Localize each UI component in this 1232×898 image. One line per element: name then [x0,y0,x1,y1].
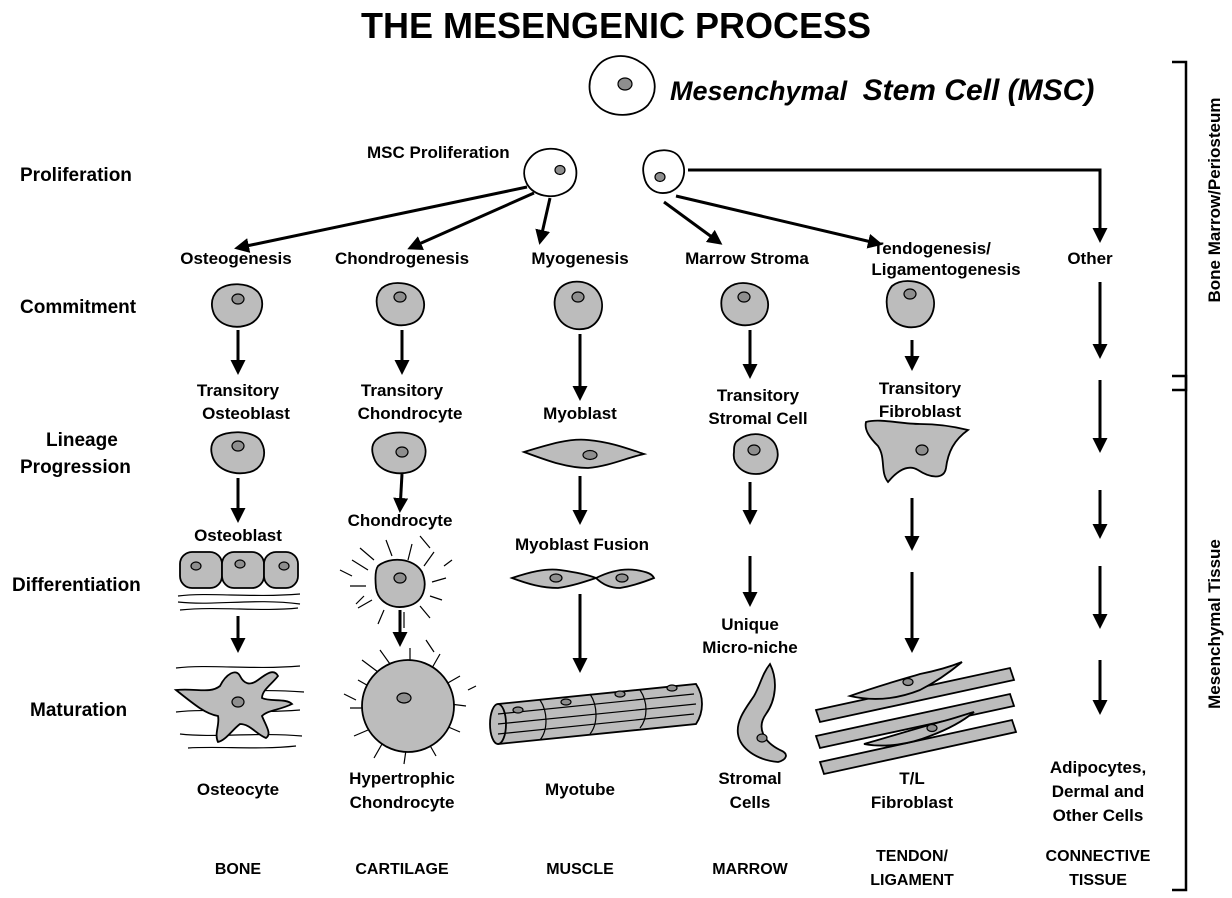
process-marrow-stroma: Marrow Stroma [685,249,809,268]
arrow-to-chondrogenesis [407,191,535,250]
process-tendogenesis-1: Tendogenesis/ [873,239,991,258]
process-other: Other [1067,249,1113,268]
transitory-tendon-2: Fibroblast [879,402,962,421]
differentiated-marrow-2: Micro-niche [702,638,797,657]
arrow-cartilage-2 [393,473,409,513]
differentiated-bone: Osteoblast [194,526,282,545]
stage-lineage-2: Progression [20,457,131,478]
process-myogenesis: Myogenesis [531,249,628,268]
stage-proliferation: Proliferation [20,165,132,186]
proliferating-cell-a [523,147,578,198]
msc-cell [588,55,656,116]
msc-label: Mesenchymal Stem Cell (MSC) [670,74,1094,107]
mature-marrow-1: Stromal [718,769,781,788]
arrow-to-other [688,168,1108,243]
arrow-to-myogenesis [535,197,552,245]
stromal-cell [736,662,787,763]
bracket-mesenchymal-tissue [1172,374,1188,892]
arrow-to-osteogenesis [234,185,528,253]
mature-cartilage-1: Hypertrophic [349,769,455,788]
tissue-marrow: MARROW [712,861,788,878]
transitory-muscle-1: Myoblast [543,404,617,423]
mature-muscle: Myotube [545,780,615,799]
msc-proliferation-label: MSC Proliferation [367,143,510,162]
transitory-tendon-1: Transitory [879,379,962,398]
mature-other-1: Adipocytes, [1050,758,1146,777]
differentiated-cartilage: Chondrocyte [348,511,453,530]
myoblast-fusion [509,568,656,589]
hypertrophic-chondrocyte-cell [343,639,477,765]
bracket-bone-marrow [1172,60,1188,392]
tissue-muscle: MUSCLE [546,861,614,878]
chondrocyte-cell [339,535,453,628]
differentiated-marrow-1: Unique [721,615,779,634]
transitory-fibroblast-cell [864,419,971,484]
page-title: THE MESENGENIC PROCESS [361,5,871,46]
arrow-to-marrow-stroma [663,200,723,245]
transitory-marrow-1: Transitory [717,386,800,405]
side-label-bone-marrow: Bone Marrow/Periosteum [1205,98,1224,303]
committed-cell-tendon [885,280,935,329]
tissue-bone: BONE [215,861,262,878]
committed-cell-bone [211,283,264,328]
transitory-marrow-2: Stromal Cell [708,409,807,428]
process-tendogenesis-2: Ligamentogenesis [871,260,1020,279]
process-chondrogenesis: Chondrogenesis [335,249,469,268]
tl-fibroblast-cells [814,661,1018,776]
mature-other-3: Other Cells [1053,806,1144,825]
process-osteogenesis: Osteogenesis [180,249,292,268]
side-label-mesenchymal: Mesenchymal Tissue [1205,539,1224,709]
differentiated-muscle: Myoblast Fusion [515,535,649,554]
mature-cartilage-2: Chondrocyte [350,793,455,812]
tissue-cartilage: CARTILAGE [355,861,449,878]
mature-tendon-1: T/L [899,769,925,788]
tissue-other-2: TISSUE [1069,872,1127,889]
committed-cell-muscle [553,280,603,331]
transitory-cartilage-2: Chondrocyte [358,404,463,423]
transitory-bone-2: Osteoblast [202,404,290,423]
msc-label-1: Mesenchymal [670,76,848,106]
mature-marrow-2: Cells [730,793,771,812]
tissue-tendon-2: LIGAMENT [870,872,954,889]
arrow-to-tendogenesis [675,194,883,249]
committed-cell-marrow [720,282,769,327]
committed-cell-cartilage [375,282,425,327]
myoblast-cell [521,438,648,469]
mature-tendon-2: Fibroblast [871,793,954,812]
transitory-cartilage-1: Transitory [361,381,444,400]
osteoblast-layer [177,551,301,611]
stage-maturation: Maturation [30,700,127,721]
mature-other-2: Dermal and [1052,782,1145,801]
proliferating-cell-b [642,149,685,194]
osteocyte-cell [173,665,305,749]
myotube [489,683,703,745]
tissue-other-1: CONNECTIVE [1046,848,1151,865]
stage-lineage-1: Lineage [46,430,118,451]
msc-label-2: Stem Cell (MSC) [863,74,1095,107]
tissue-tendon-1: TENDON/ [876,848,949,865]
stage-commitment: Commitment [20,297,137,318]
mature-bone: Osteocyte [197,780,279,799]
transitory-chondrocyte-cell [371,431,427,475]
transitory-osteoblast-cell [210,431,265,475]
stage-differentiation: Differentiation [12,575,141,596]
transitory-stromal-cell [732,433,779,475]
transitory-bone-1: Transitory [197,381,280,400]
